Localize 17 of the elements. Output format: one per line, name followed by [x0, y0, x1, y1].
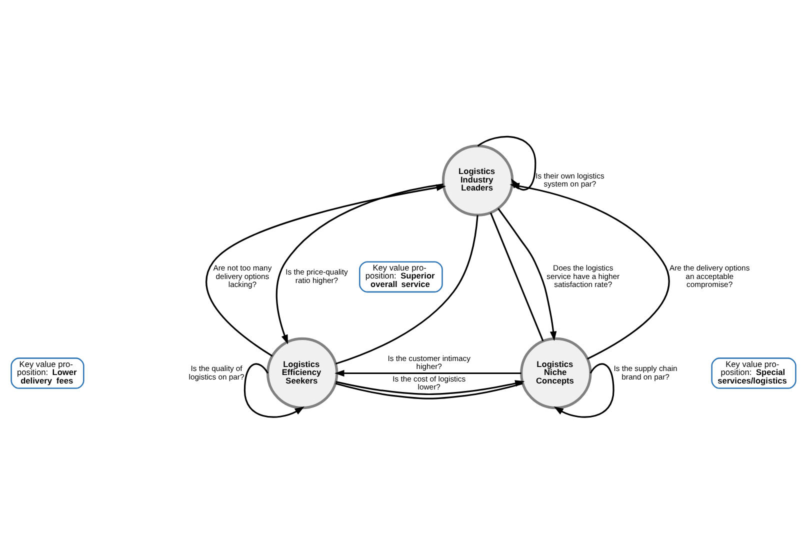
- node-box: Key value pro- position: Lower delivery fees: [10, 357, 84, 388]
- node-circle: Logistics Efficiency Seekers: [266, 336, 338, 409]
- connector: [336, 214, 478, 364]
- node-circle: Logistics Industry Leaders: [442, 144, 514, 216]
- connector: [490, 212, 544, 341]
- node-box: Key value pro- position: Special services/logistics: [711, 357, 796, 388]
- arrow: [510, 182, 670, 360]
- arrow: [276, 183, 444, 344]
- node-circle: Logistics Niche Concepts: [520, 336, 592, 409]
- node-box: Key value pro- position: Superior overall service: [359, 260, 443, 292]
- arrow: [554, 362, 614, 418]
- arrow: [244, 362, 304, 418]
- arrow: [336, 380, 525, 395]
- arrow: [498, 208, 557, 341]
- connector: [335, 382, 523, 399]
- arrow: [334, 369, 522, 376]
- arrow: [206, 184, 446, 356]
